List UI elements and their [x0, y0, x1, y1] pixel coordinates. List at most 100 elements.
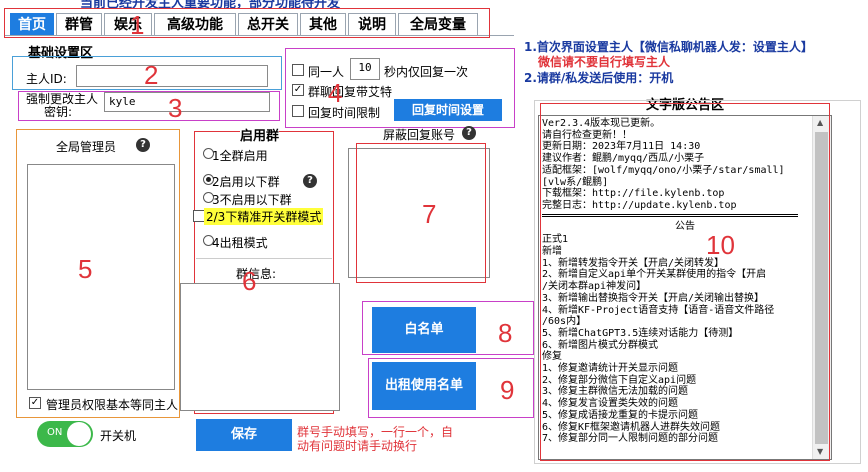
annotation-box-2	[12, 56, 282, 90]
secret-input[interactable]: kyle	[104, 92, 270, 112]
seconds-input[interactable]: 10	[350, 58, 380, 80]
annotation-box-5	[16, 129, 180, 418]
announcement-line: 5、修复成语接龙重复的卡提示问题	[542, 409, 699, 421]
blocked-accounts-title: 屏蔽回复账号	[383, 128, 456, 142]
notice-textbox[interactable]: Ver2.3.4版本现已更新。 请自行检查更新！！ 更新日期：2023年7月11…	[538, 115, 832, 460]
group-info-divider	[196, 258, 332, 259]
secret-label-line1: 强制更改主人	[26, 92, 99, 106]
notice-line: 适配框架：[wolf/myqq/ono/小栗子/star/small]	[542, 164, 785, 176]
scroll-up-icon[interactable]: ▲	[817, 118, 824, 127]
annotation-label-9: 9	[500, 375, 515, 405]
radio-all-groups-label: 1全群启用	[212, 149, 268, 163]
help-icon[interactable]: ?	[462, 126, 476, 140]
notice-line: 建议作者：鲲鹏/myqq/西瓜/小栗子	[542, 153, 705, 165]
annotation-label-6: 6	[242, 266, 257, 296]
group-at-label: 群聊回复带艾特	[308, 85, 393, 99]
instruction-line-2: 微信请不要自行填写主人	[538, 55, 671, 69]
seconds-suffix-label: 秒内仅回复一次	[384, 65, 469, 79]
time-limit-checkbox[interactable]	[292, 105, 304, 117]
announcement-line: 新增	[542, 246, 562, 258]
notice-title: 文字版公告区	[646, 98, 725, 113]
notice-line: 下载框架：http://file.kylenb.top	[542, 188, 725, 200]
help-icon[interactable]: ?	[303, 174, 317, 188]
radio-enable-listed[interactable]	[203, 174, 214, 185]
group-info-list[interactable]	[180, 283, 340, 411]
instruction-line-3: 2.请群/私发送后使用：开机	[524, 71, 674, 85]
announcement-line: 6、修复KF框架邀请机器人进群失效问题	[542, 421, 721, 433]
tab-underline	[4, 35, 514, 36]
owner-id-label: 主人ID:	[26, 72, 67, 86]
help-icon[interactable]: ?	[136, 138, 150, 152]
annotation-box-10	[540, 103, 830, 461]
annotation-label-2: 2	[144, 60, 159, 90]
blocked-accounts-list[interactable]	[348, 148, 490, 278]
exact-mode-label: 2/3下精准开关群模式	[204, 208, 324, 225]
notice-scrollbar[interactable]: ▲ ▼	[812, 116, 831, 459]
group-at-checkbox[interactable]: ✓	[292, 84, 304, 96]
notice-line: Ver2.3.4版本现已更新。	[542, 118, 661, 129]
annotation-label-8: 8	[498, 318, 513, 348]
power-toggle-knob	[67, 422, 91, 446]
tab-advanced[interactable]: 高级功能	[154, 13, 236, 35]
whitelist-button[interactable]: 白名单	[372, 307, 476, 353]
announcement-line: /60s内】	[542, 316, 587, 328]
tab-global-vars[interactable]: 全局变量	[398, 13, 478, 35]
admin-equal-checkbox[interactable]: ✓	[29, 397, 41, 409]
announcement-line: 修复	[542, 351, 562, 363]
tab-group-admin[interactable]: 群管	[56, 13, 102, 35]
notice-panel	[534, 100, 861, 464]
admin-equal-label: 管理员权限基本等同主人	[46, 398, 179, 412]
radio-enable-listed-label: 2启用以下群	[212, 175, 280, 189]
annotation-label-5: 5	[78, 254, 93, 284]
announcement-line: 7、修复部分同一人限制问题的部分问题	[542, 433, 719, 445]
annotation-box-4	[285, 48, 515, 128]
global-admin-title: 全局管理员	[56, 140, 117, 154]
announcement-line: 1、新增转发指令开关【开启/关闭转发】	[542, 257, 725, 269]
basic-settings-title: 基础设置区	[28, 46, 94, 61]
announcement-line: /关闭本群api神发问】	[542, 281, 647, 293]
radio-rent-mode-label: 4出租模式	[212, 236, 268, 250]
tab-help[interactable]: 说明	[348, 13, 396, 35]
notice-line: 更新日期：2023年7月11日 14:30	[542, 141, 701, 153]
scroll-thumb[interactable]	[815, 132, 828, 444]
announcement-line: 2、修复部分微信下自定义api问题	[542, 374, 697, 386]
announcement-line: 3、新增输出替换指令开关【开启/关闭输出替换】	[542, 292, 765, 304]
announcement-line: 3、修复主群微信无法加载的问题	[542, 386, 689, 398]
scroll-down-icon[interactable]: ▼	[817, 447, 824, 456]
secret-label-line2: 密钥:	[44, 105, 73, 119]
power-toggle-state: ON	[47, 427, 63, 438]
radio-disable-listed[interactable]	[203, 192, 214, 203]
admin-list[interactable]	[27, 164, 175, 390]
announcement-title: 公告	[675, 220, 695, 232]
enabled-groups-title: 启用群	[240, 125, 280, 144]
same-person-checkbox[interactable]	[292, 64, 304, 76]
announcement-line: 2、新增自定义api单个开关某群使用的指令【开启	[542, 269, 767, 281]
instruction-line-1: 1.首次界面设置主人【微信私聊机器人发：设置主人】	[524, 40, 813, 54]
radio-all-groups[interactable]	[203, 148, 214, 159]
tab-entertainment[interactable]: 娱乐	[104, 13, 152, 35]
tab-master-switch[interactable]: 总开关	[238, 13, 298, 35]
notice-separator	[542, 213, 798, 217]
annotation-label-3: 3	[168, 93, 183, 123]
top-title: 当前已经开发主人重要功能，部分功能待开发	[80, 0, 341, 11]
tab-home[interactable]: 首页	[10, 13, 54, 35]
notice-line: 请自行检查更新！！	[542, 129, 632, 141]
radio-rent-mode[interactable]	[203, 235, 214, 246]
rental-list-button[interactable]: 出租使用名单	[372, 362, 476, 410]
annotation-box-8	[362, 301, 534, 355]
owner-id-input[interactable]	[76, 65, 268, 87]
announcement-line: 6、新增图片模式分群模式	[542, 339, 659, 351]
power-toggle[interactable]: ON	[37, 421, 93, 447]
announcement-line: 4、新增KF-Project语音支持【语音-语音文件路径	[542, 304, 775, 316]
power-toggle-label: 开关机	[100, 429, 137, 443]
announcement-line: 5、新增ChatGPT3.5连续对话能力【待测】	[542, 327, 739, 339]
notice-line: [vlw系/鲲鹏]	[542, 176, 609, 188]
tab-other[interactable]: 其他	[300, 13, 346, 35]
announcement-line: 4、修复发言设置类失效的问题	[542, 398, 679, 410]
annotation-label-1: 1	[130, 10, 145, 40]
save-button[interactable]: 保存	[196, 419, 292, 451]
time-setting-button[interactable]: 回复时间设置	[394, 99, 502, 121]
same-person-label: 同一人	[308, 65, 345, 79]
annotation-label-10: 10	[706, 230, 735, 260]
radio-disable-listed-label: 3不启用以下群	[212, 193, 292, 207]
